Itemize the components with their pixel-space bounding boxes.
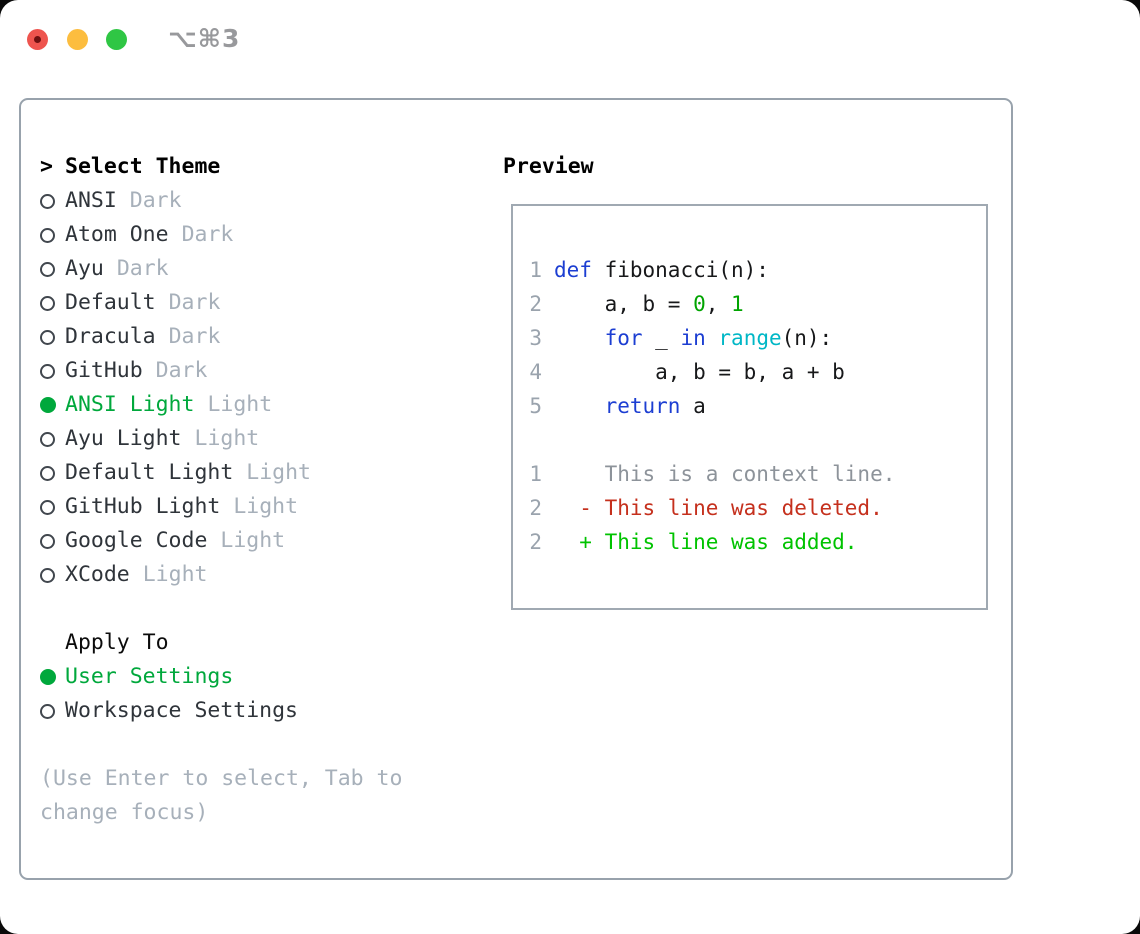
radio-unselected-icon bbox=[40, 567, 55, 583]
keyboard-hint-line2: change focus) bbox=[40, 800, 209, 825]
code-preview-box: 1 def fibonacci(n): 2 a, b = 0, 1 3 for … bbox=[511, 204, 988, 610]
titlebar: ⌥⌘3 bbox=[0, 0, 1140, 75]
theme-option-ayu-light[interactable]: Ayu Light Light bbox=[40, 422, 490, 456]
line-number: 2 bbox=[529, 292, 542, 316]
radio-unselected-icon bbox=[40, 499, 55, 515]
theme-option-dracula-dark[interactable]: Dracula Dark bbox=[40, 320, 490, 354]
close-button[interactable] bbox=[27, 29, 48, 50]
theme-option-default-light[interactable]: Default Light Light bbox=[40, 456, 490, 490]
theme-option-ansi-light[interactable]: ANSI Light Light bbox=[40, 388, 490, 422]
theme-option-atom-one-dark[interactable]: Atom One Dark bbox=[40, 218, 490, 252]
theme-option-default-dark[interactable]: Default Dark bbox=[40, 286, 490, 320]
radio-unselected-icon bbox=[40, 465, 55, 481]
picker-heading: Select Theme bbox=[65, 154, 221, 179]
theme-option-google-code-light[interactable]: Google Code Light bbox=[40, 524, 490, 558]
theme-selector-panel: > Select Theme ANSI Dark Atom One Dark A… bbox=[19, 98, 1013, 880]
radio-unselected-icon bbox=[40, 703, 55, 719]
radio-unselected-icon bbox=[40, 329, 55, 345]
line-number: 1 bbox=[529, 462, 542, 486]
radio-selected-icon bbox=[40, 397, 56, 413]
radio-unselected-icon bbox=[40, 431, 55, 447]
spacer bbox=[40, 728, 490, 762]
preview-heading: Preview bbox=[503, 154, 594, 179]
spacer bbox=[40, 592, 490, 626]
radio-unselected-icon bbox=[40, 227, 55, 243]
line-number: 3 bbox=[529, 326, 542, 350]
picker-heading-row: > Select Theme bbox=[40, 150, 490, 184]
keyboard-hint-line1: (Use Enter to select, Tab to bbox=[40, 766, 403, 791]
line-number: 2 bbox=[529, 530, 542, 554]
theme-option-ayu-dark[interactable]: Ayu Dark bbox=[40, 252, 490, 286]
zoom-button[interactable] bbox=[106, 29, 127, 50]
radio-selected-icon bbox=[40, 669, 56, 685]
code-line: 5 return a bbox=[528, 389, 972, 423]
theme-option-github-dark[interactable]: GitHub Dark bbox=[40, 354, 490, 388]
window-shortcut-title: ⌥⌘3 bbox=[168, 24, 241, 53]
line-number: 4 bbox=[529, 360, 542, 384]
radio-unselected-icon bbox=[40, 533, 55, 549]
line-number: 5 bbox=[529, 394, 542, 418]
radio-unselected-icon bbox=[40, 261, 55, 277]
diff-context-line: 1 This is a context line. bbox=[528, 457, 972, 491]
theme-option-xcode-light[interactable]: XCode Light bbox=[40, 558, 490, 592]
theme-picker: > Select Theme ANSI Dark Atom One Dark A… bbox=[40, 150, 490, 830]
theme-option-ansi-dark[interactable]: ANSI Dark bbox=[40, 184, 490, 218]
line-number: 2 bbox=[529, 496, 542, 520]
theme-option-github-light[interactable]: GitHub Light Light bbox=[40, 490, 490, 524]
spacer bbox=[528, 423, 972, 457]
prompt-icon: > bbox=[40, 154, 53, 179]
minimize-button[interactable] bbox=[67, 29, 88, 50]
radio-unselected-icon bbox=[40, 295, 55, 311]
line-number: 1 bbox=[529, 258, 542, 282]
code-line: 4 a, b = b, a + b bbox=[528, 355, 972, 389]
apply-option-user-settings[interactable]: User Settings bbox=[40, 660, 490, 694]
diff-added-line: 2 + This line was added. bbox=[528, 525, 972, 559]
code-line: 2 a, b = 0, 1 bbox=[528, 287, 972, 321]
apply-to-heading-row: Apply To bbox=[40, 626, 490, 660]
apply-option-workspace-settings[interactable]: Workspace Settings bbox=[40, 694, 490, 728]
code-line: 1 def fibonacci(n): bbox=[528, 253, 972, 287]
apply-to-heading: Apply To bbox=[65, 630, 169, 655]
radio-unselected-icon bbox=[40, 193, 55, 209]
radio-unselected-icon bbox=[40, 363, 55, 379]
code-line: 3 for _ in range(n): bbox=[528, 321, 972, 355]
diff-deleted-line: 2 - This line was deleted. bbox=[528, 491, 972, 525]
